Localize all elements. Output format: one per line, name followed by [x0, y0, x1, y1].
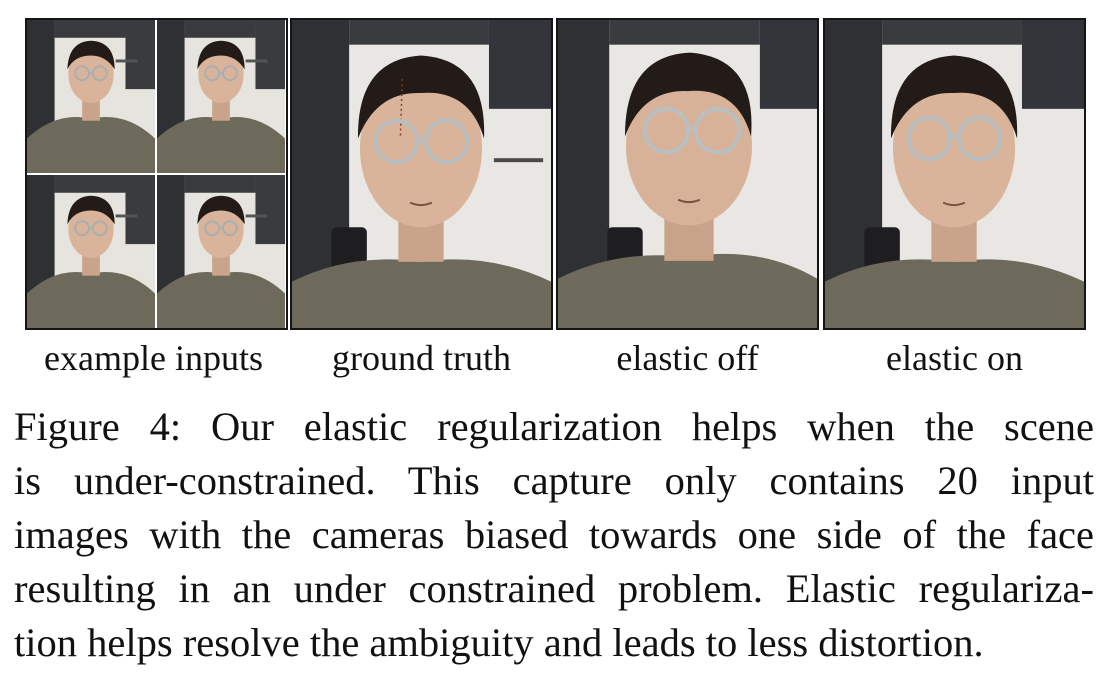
- elastic-on-portrait: [825, 20, 1084, 328]
- example-inputs-grid: [27, 20, 286, 328]
- label-example-inputs: example inputs: [44, 338, 263, 378]
- elastic-off-image: [556, 18, 819, 330]
- example-inputs-image: [25, 18, 288, 330]
- elastic-off-portrait: [558, 20, 817, 328]
- caption-line: tion helps resolve the ambiguity and lea…: [14, 620, 984, 665]
- caption-line: images with the cameras biased towards o…: [14, 512, 1094, 557]
- caption-line: resulting in an under constrained proble…: [14, 566, 1094, 611]
- figure-caption: Figure 4: Our elastic regularization hel…: [14, 400, 1094, 670]
- label-ground-truth: ground truth: [332, 338, 511, 378]
- elastic-on-image: [823, 18, 1086, 330]
- caption-line: is under-constrained. This capture only …: [14, 458, 1094, 503]
- label-elastic-on: elastic on: [886, 338, 1023, 378]
- label-elastic-off: elastic off: [616, 338, 759, 378]
- ground-truth-portrait: [292, 20, 551, 328]
- ground-truth-image: [290, 18, 553, 330]
- caption-line: Figure 4: Our elastic regularization hel…: [14, 404, 1094, 449]
